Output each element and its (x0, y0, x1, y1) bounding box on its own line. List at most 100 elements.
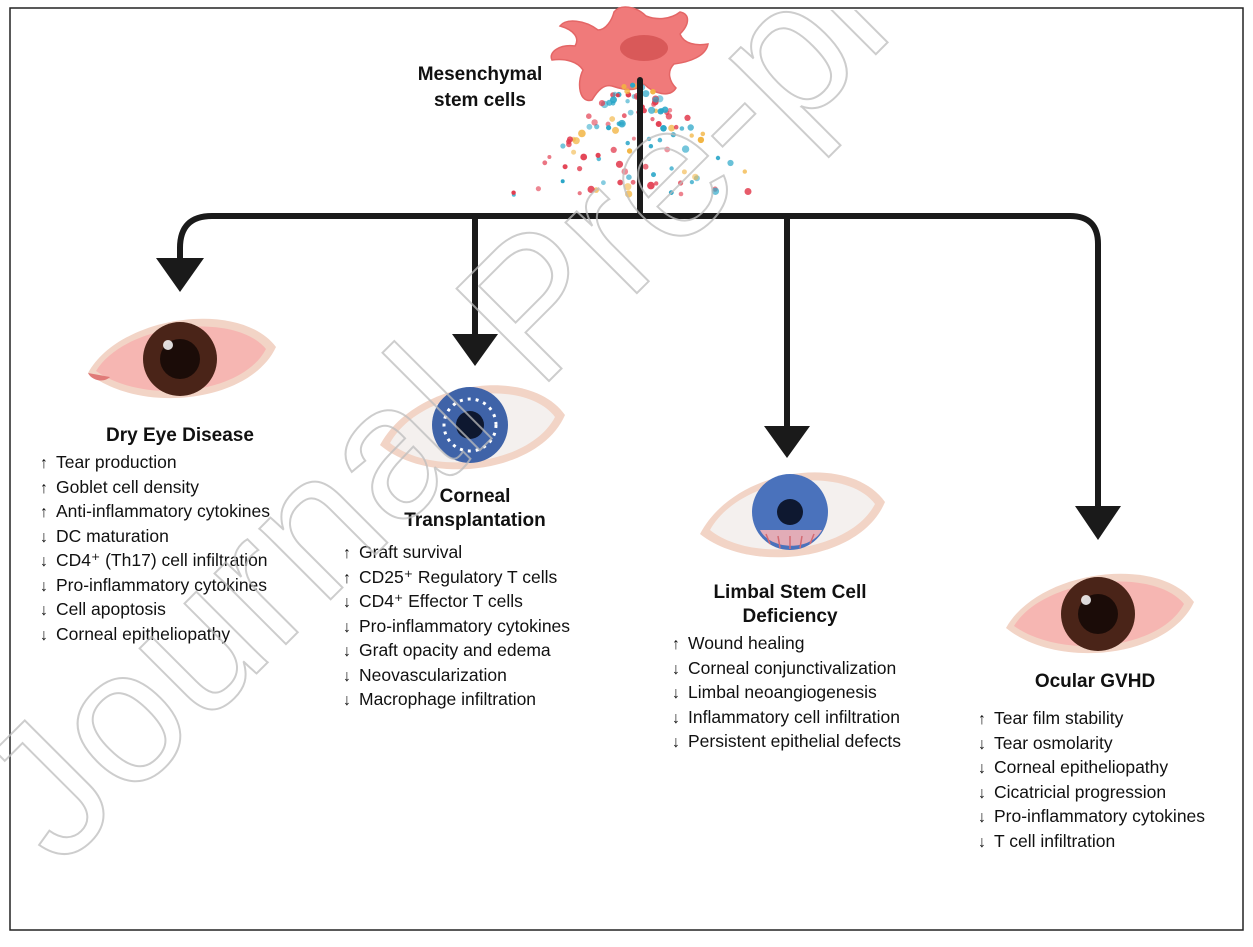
decrease-icon: ↓ (978, 831, 994, 855)
list-item: ↓Pro-inflammatory cytokines (40, 574, 270, 599)
particle-dot (671, 132, 676, 137)
particle-dot (609, 116, 615, 122)
particle-dot (626, 174, 632, 180)
increase-icon: ↑ (672, 633, 688, 657)
particle-dot (648, 107, 655, 114)
decrease-icon: ↓ (672, 707, 688, 731)
list-item: ↓Corneal epitheliopathy (40, 623, 270, 648)
particle-dot (650, 89, 656, 95)
list-item: ↓Inflammatory cell infiltration (672, 706, 901, 731)
particle-dot (561, 179, 565, 183)
particle-dot (679, 192, 684, 197)
particle-dot (669, 166, 673, 170)
particle-dot (642, 90, 649, 97)
particle-dot (588, 186, 595, 193)
particle-dot (701, 132, 706, 137)
source-label-text: Mesenchymal stem cells (410, 62, 550, 114)
list-item: ↓Graft opacity and edema (343, 639, 570, 664)
increase-icon: ↑ (978, 708, 994, 732)
particle-dot (626, 141, 630, 145)
particle-dot (547, 155, 551, 159)
particle-dot (647, 182, 655, 190)
particle-dot (622, 168, 629, 175)
list-item: ↓Persistent epithelial defects (672, 730, 901, 755)
particle-dot (647, 137, 651, 141)
particle-dot (611, 147, 617, 153)
list-item: ↑Tear production (40, 451, 270, 476)
list-item: ↑Anti-inflammatory cytokines (40, 500, 270, 525)
particle-dot (625, 99, 629, 103)
particle-dot (682, 145, 689, 152)
list-item: ↓CD4⁺ (Th17) cell infiltration (40, 549, 270, 574)
effects-list-limbal: ↑Wound healing ↓Corneal conjunctivalizat… (672, 632, 901, 755)
particle-dot (651, 172, 656, 177)
branch-connectors (180, 80, 1098, 510)
decrease-icon: ↓ (978, 733, 994, 757)
particle-dot (712, 188, 719, 195)
decrease-icon: ↓ (978, 757, 994, 781)
list-item: ↓Pro-inflammatory cytokines (343, 615, 570, 640)
decrease-icon: ↓ (40, 526, 56, 550)
particle-dot (621, 84, 626, 89)
particle-dot (560, 143, 565, 148)
arrowhead-ocular-gvhd (1075, 506, 1121, 540)
particle-dot (632, 137, 636, 141)
arrowhead-corneal (452, 334, 498, 366)
particle-dot (617, 180, 623, 186)
list-item: ↑Graft survival (343, 541, 570, 566)
particle-dot (643, 164, 649, 170)
particle-dot (743, 169, 747, 173)
particle-dot (631, 180, 636, 185)
red-eye-icon (1006, 574, 1194, 653)
particle-dot (536, 186, 541, 191)
particle-dot (616, 161, 623, 168)
horizontal-bar (180, 216, 1098, 510)
effects-list-ocular-gvhd: ↑Tear film stability ↓Tear osmolarity ↓C… (978, 707, 1205, 854)
decrease-icon: ↓ (343, 616, 359, 640)
decrease-icon: ↓ (978, 806, 994, 830)
particle-dot (606, 125, 611, 130)
decrease-icon: ↓ (672, 682, 688, 706)
particle-dot (578, 130, 586, 138)
particle-dot (682, 169, 687, 174)
list-item: ↓Pro-inflammatory cytokines (978, 805, 1205, 830)
source-label: Mesenchymal stem cells (380, 62, 580, 114)
particle-dot (630, 83, 635, 88)
particle-dot (690, 133, 694, 137)
list-item: ↓Limbal neoangiogenesis (672, 681, 901, 706)
list-item: ↓Cell apoptosis (40, 598, 270, 623)
particle-dot (563, 164, 568, 169)
particle-dot (628, 110, 634, 116)
decrease-icon: ↓ (40, 575, 56, 599)
particle-dot (567, 136, 573, 142)
decrease-icon: ↓ (40, 599, 56, 623)
particle-dot (692, 174, 698, 180)
list-item: ↑CD25⁺ Regulatory T cells (343, 566, 570, 591)
particle-dot (660, 125, 667, 132)
particle-dot (511, 191, 515, 195)
list-item: ↓CD4⁺ Effector T cells (343, 590, 570, 615)
particle-dot (664, 147, 670, 153)
branch-title-dry-eye: Dry Eye Disease (60, 424, 300, 448)
particle-dot (578, 191, 582, 195)
arrowhead-dry-eye (156, 258, 204, 292)
particle-dot (680, 126, 685, 131)
particle-dot (571, 150, 576, 155)
list-item: ↓Corneal epitheliopathy (978, 756, 1205, 781)
increase-icon: ↑ (40, 477, 56, 501)
list-item: ↓Neovascularization (343, 664, 570, 689)
particle-dot (610, 96, 617, 103)
particle-dot (542, 160, 547, 165)
particle-dot (716, 156, 720, 160)
decrease-icon: ↓ (672, 658, 688, 682)
branch-title-corneal: Corneal Transplantation (400, 485, 550, 533)
particle-dot (651, 102, 656, 107)
particle-dot (625, 190, 632, 197)
decrease-icon: ↓ (343, 665, 359, 689)
arrowheads (156, 258, 1121, 540)
graft-eye-icon (380, 385, 565, 469)
decrease-icon: ↓ (978, 782, 994, 806)
branch-title-limbal: Limbal Stem Cell Deficiency (690, 581, 890, 629)
particle-dot (649, 144, 653, 148)
particle-dot (727, 160, 733, 166)
